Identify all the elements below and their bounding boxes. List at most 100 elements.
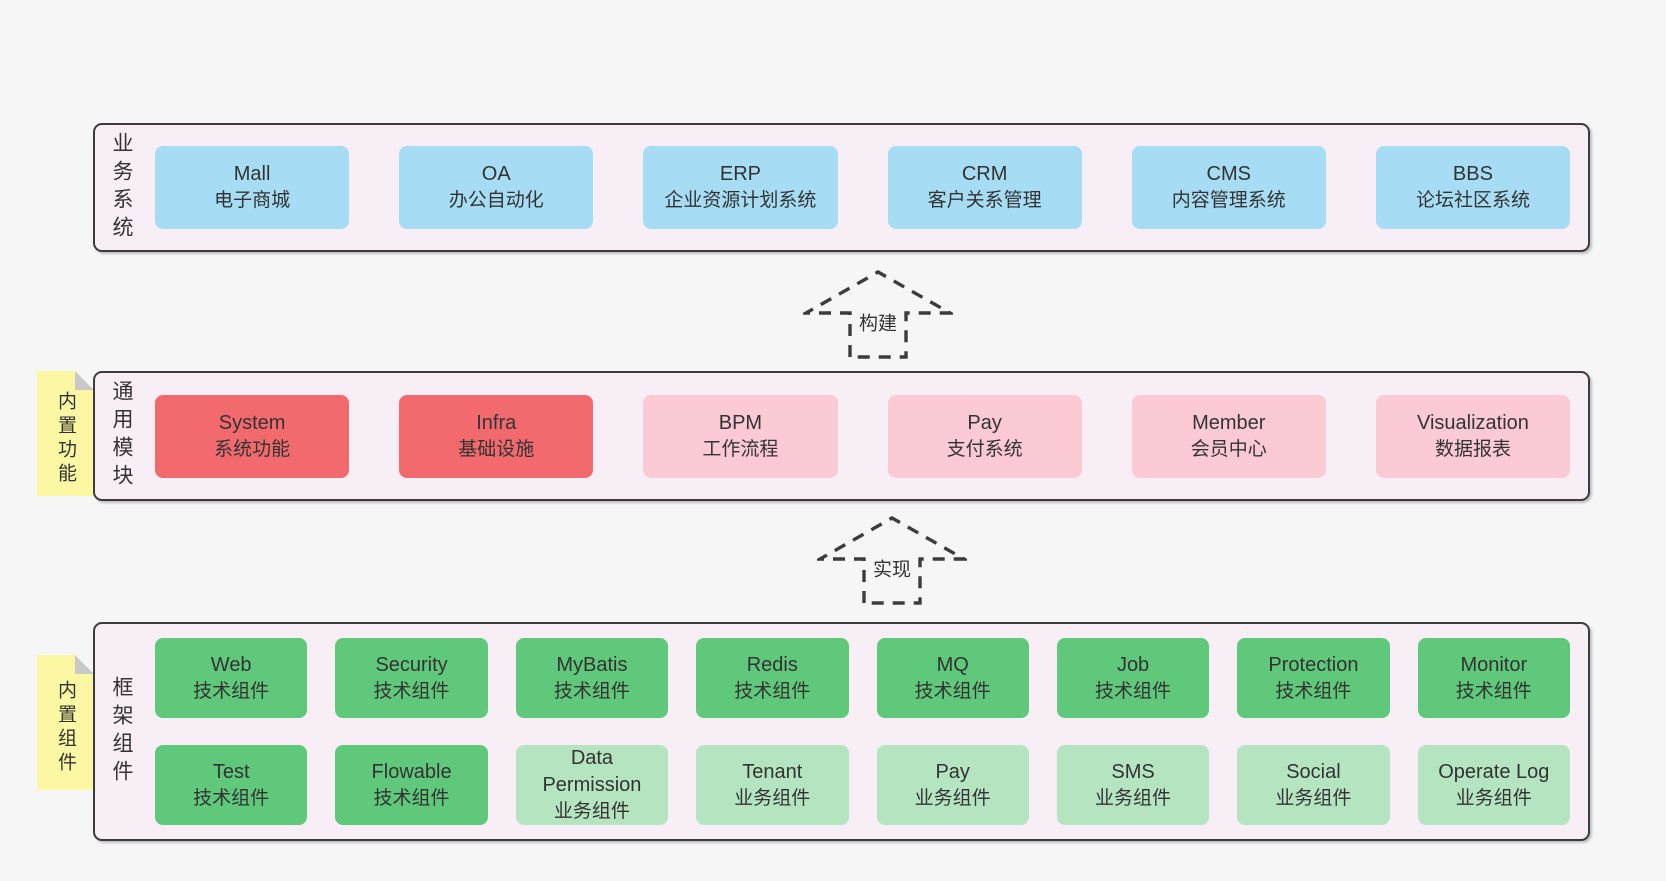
box-pay: Pay 支付系统 (887, 394, 1082, 478)
arrow-build-label: 构建 (854, 307, 902, 337)
box-pay: Pay 业务组件 (876, 745, 1029, 825)
box-data-permission: Data Permission 业务组件 (515, 745, 669, 825)
note-fold-corner-icon (75, 655, 94, 674)
band-label-framework-components: 框架组件 (110, 675, 133, 788)
module-name: SMS (1111, 760, 1155, 783)
module-name: BBS (1452, 163, 1493, 186)
arrow-up-icon (803, 270, 953, 359)
note-built-in-components-label: 内置组件 (55, 679, 76, 776)
module-name: Monitor (1460, 653, 1528, 676)
module-name: Member (1192, 411, 1266, 434)
module-name: Job (1116, 653, 1150, 676)
module-desc: 技术组件 (914, 680, 991, 702)
band-framework-components: 框架组件 Web 技术组件 Security 技术组件 MyBatis 技术组件… (93, 622, 1590, 841)
box-tenant: Tenant 业务组件 (696, 745, 849, 825)
box-job: Job 技术组件 (1056, 638, 1210, 718)
module-desc: 会员中心 (1190, 438, 1267, 460)
module-name: Mall (233, 163, 271, 186)
band-label-common-modules: 通用模块 (110, 380, 133, 492)
module-desc: 系统功能 (214, 438, 291, 460)
module-desc: 论坛社区系统 (1415, 190, 1530, 212)
box-cms: CMS 内容管理系统 (1131, 146, 1326, 229)
module-desc: 支付系统 (946, 438, 1023, 460)
box-redis: Redis 技术组件 (696, 638, 849, 718)
arrow-implement-label: 实现 (868, 553, 916, 583)
module-name: Flowable (371, 760, 452, 783)
note-built-in-components: 内置组件 (37, 655, 94, 790)
band-label-column: 业务系统 (95, 125, 147, 250)
module-name: Tenant (742, 760, 803, 783)
module-desc: 工作流程 (702, 438, 779, 460)
module-desc: 业务组件 (734, 787, 811, 809)
module-name: Security (375, 653, 448, 676)
box-operate-log: Operate Log 业务组件 (1417, 745, 1570, 825)
module-name: Test (212, 760, 250, 783)
module-name: ERP (719, 163, 761, 186)
module-desc: 技术组件 (193, 680, 270, 702)
box-infra: Infra 基础设施 (399, 394, 594, 478)
module-desc: 数据报表 (1434, 438, 1511, 460)
module-row: Mall 电子商城 OA 办公自动化 ERP 企业资源计划系统 CRM 客户关系… (155, 146, 1571, 229)
box-oa: OA 办公自动化 (399, 146, 594, 229)
module-desc: 技术组件 (1275, 680, 1352, 702)
band-common-modules: 通用模块 System 系统功能 Infra 基础设施 BPM 工作流程 Pay… (93, 371, 1590, 501)
arrow-outline (803, 270, 953, 359)
module-desc: 技术组件 (1455, 680, 1532, 702)
box-test: Test 技术组件 (155, 745, 308, 825)
band-label-column: 通用模块 (95, 373, 147, 499)
module-row: System 系统功能 Infra 基础设施 BPM 工作流程 Pay 支付系统… (155, 394, 1571, 478)
module-desc: 技术组件 (1095, 680, 1172, 702)
box-web: Web 技术组件 (155, 638, 308, 718)
module-name: CRM (961, 163, 1008, 186)
module-row: Web 技术组件 Security 技术组件 MyBatis 技术组件 Redi… (155, 638, 1570, 718)
box-mybatis: MyBatis 技术组件 (515, 638, 669, 718)
band-rows: System 系统功能 Infra 基础设施 BPM 工作流程 Pay 支付系统… (147, 373, 1588, 499)
arrow-build: 构建 (803, 268, 953, 360)
module-desc: 技术组件 (193, 787, 270, 809)
module-name: Infra (476, 411, 517, 434)
module-name: OA (481, 163, 511, 186)
module-desc: 电子商城 (214, 190, 291, 212)
note-fold-corner-icon (75, 371, 94, 390)
module-name: CMS (1206, 163, 1251, 186)
box-protection: Protection 技术组件 (1237, 638, 1390, 718)
box-bbs: BBS 论坛社区系统 (1375, 146, 1571, 229)
module-desc: 业务组件 (553, 801, 630, 823)
box-member: Member 会员中心 (1131, 394, 1326, 478)
box-crm: CRM 客户关系管理 (887, 146, 1082, 229)
module-name: Data Permission (542, 747, 642, 797)
module-name: BPM (718, 411, 763, 434)
module-desc: 企业资源计划系统 (664, 190, 817, 212)
module-name: Web (210, 653, 252, 676)
module-desc: 基础设施 (458, 438, 535, 460)
module-name: System (218, 411, 286, 434)
module-name: Redis (746, 653, 798, 676)
box-mq: MQ 技术组件 (876, 638, 1029, 718)
band-rows: Mall 电子商城 OA 办公自动化 ERP 企业资源计划系统 CRM 客户关系… (147, 125, 1588, 250)
box-social: Social 业务组件 (1237, 745, 1390, 825)
band-business-systems: 业务系统 Mall 电子商城 OA 办公自动化 ERP 企业资源计划系统 CRM… (93, 123, 1590, 252)
module-desc: 技术组件 (373, 680, 450, 702)
box-sms: SMS 业务组件 (1056, 745, 1210, 825)
module-desc: 业务组件 (1275, 787, 1352, 809)
module-desc: 业务组件 (914, 787, 991, 809)
box-visualization: Visualization 数据报表 (1375, 394, 1571, 478)
box-monitor: Monitor 技术组件 (1417, 638, 1570, 718)
module-desc: 技术组件 (734, 680, 811, 702)
module-name: Pay (967, 411, 1002, 434)
module-name: MyBatis (556, 653, 628, 676)
box-mall: Mall 电子商城 (155, 146, 350, 229)
module-desc: 办公自动化 (448, 190, 544, 212)
band-rows: Web 技术组件 Security 技术组件 MyBatis 技术组件 Redi… (147, 624, 1588, 839)
module-name: Social (1286, 760, 1341, 783)
box-flowable: Flowable 技术组件 (335, 745, 488, 825)
note-built-in-features-label: 内置功能 (55, 390, 76, 487)
module-desc: 内容管理系统 (1171, 190, 1286, 212)
module-name: Visualization (1416, 411, 1529, 434)
box-bpm: BPM 工作流程 (643, 394, 838, 478)
arrow-outline (817, 516, 967, 605)
module-desc: 业务组件 (1095, 787, 1172, 809)
module-name: Protection (1268, 653, 1359, 676)
module-desc: 业务组件 (1455, 787, 1532, 809)
band-label-column: 框架组件 (95, 624, 147, 839)
